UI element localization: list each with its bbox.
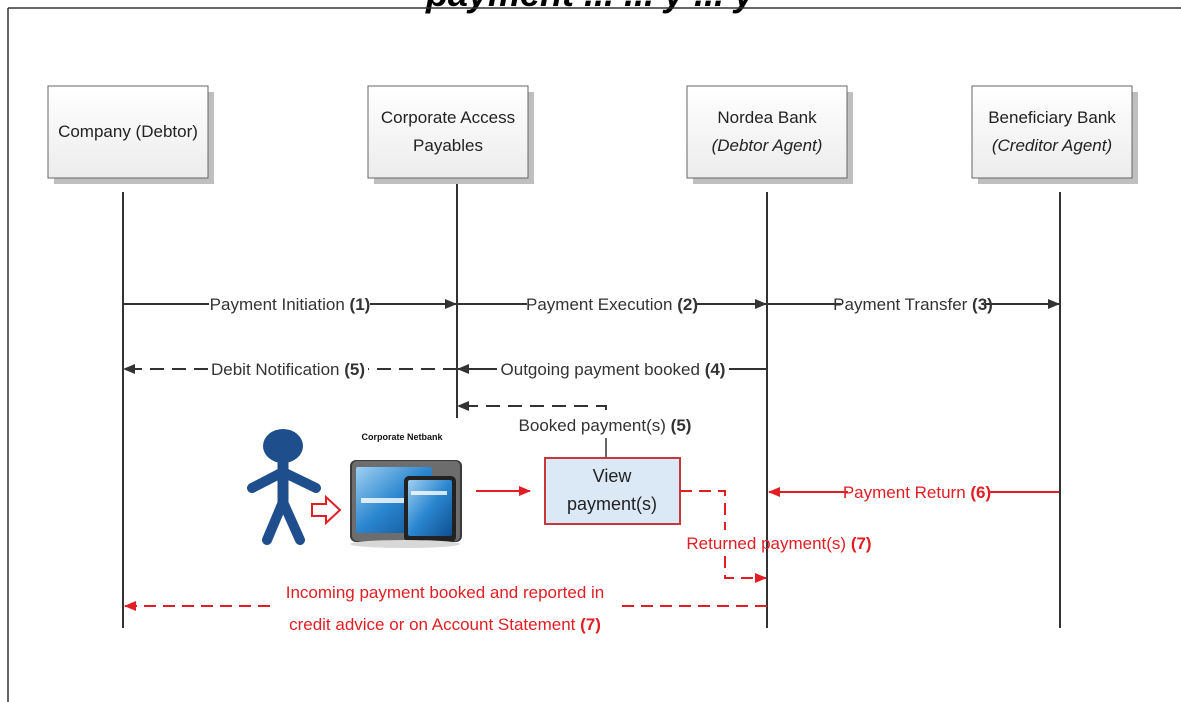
arrow-outline-icon [311, 494, 342, 526]
message-payment-initiation: Payment Initiation (1) [123, 295, 457, 314]
user-icon [247, 429, 321, 545]
message-payment-transfer: Payment Transfer (3) [767, 295, 1060, 314]
message-label: Payment Initiation (1) [210, 295, 371, 314]
participant-company-label: Company (Debtor) [58, 122, 198, 141]
participant-beneficiary-label-2: (Creditor Agent) [992, 136, 1112, 155]
message-label-line1: Incoming payment booked and reported in [286, 583, 604, 602]
message-label: Payment Execution (2) [526, 295, 698, 314]
message-label: Debit Notification (5) [211, 360, 365, 379]
message-debit-notification: Debit Notification (5) [123, 360, 457, 379]
participant-nordea: Nordea Bank (Debtor Agent) [686, 85, 853, 184]
device-caption: Corporate Netbank [361, 432, 443, 442]
title-fragment: payment ... ... y ... y [425, 0, 756, 14]
participant-corporate-access: Corporate Access Payables [367, 85, 534, 184]
message-label-line2: credit advice or on Account Statement (7… [289, 615, 601, 634]
message-label: Payment Return (6) [843, 483, 991, 502]
message-payment-execution: Payment Execution (2) [457, 295, 767, 314]
participant-beneficiary-label-1: Beneficiary Bank [988, 108, 1116, 127]
outer-frame [7, 7, 1181, 702]
message-booked-payments: Booked payment(s) (5) [457, 401, 692, 458]
message-label: Booked payment(s) (5) [519, 416, 692, 435]
message-outgoing-payment-booked: Outgoing payment booked (4) [457, 360, 767, 379]
view-payments-label-2: payment(s) [567, 494, 657, 514]
participant-corporate-label-2: Payables [413, 136, 483, 155]
participant-corporate-label-1: Corporate Access [381, 108, 515, 127]
message-label: Outgoing payment booked (4) [501, 360, 726, 379]
participant-nordea-label-1: Nordea Bank [717, 108, 817, 127]
lifelines [122, 184, 1061, 628]
participant-company: Company (Debtor) [47, 85, 214, 184]
message-returned-payments: Returned payment(s) (7) [680, 490, 872, 583]
view-payments-box: View payment(s) [544, 457, 681, 525]
netbank-devices-icon: Corporate Netbank [350, 432, 462, 548]
participant-beneficiary: Beneficiary Bank (Creditor Agent) [971, 85, 1138, 184]
message-label: Returned payment(s) (7) [686, 534, 871, 553]
view-payments-label-1: View [593, 466, 633, 486]
message-incoming-payment-booked: Incoming payment booked and reported in … [124, 583, 767, 634]
message-payment-return: Payment Return (6) [768, 483, 1059, 502]
message-label: Payment Transfer (3) [833, 295, 993, 314]
participant-nordea-label-2: (Debtor Agent) [712, 136, 823, 155]
page-title: payment ... ... y ... y [425, 0, 756, 14]
